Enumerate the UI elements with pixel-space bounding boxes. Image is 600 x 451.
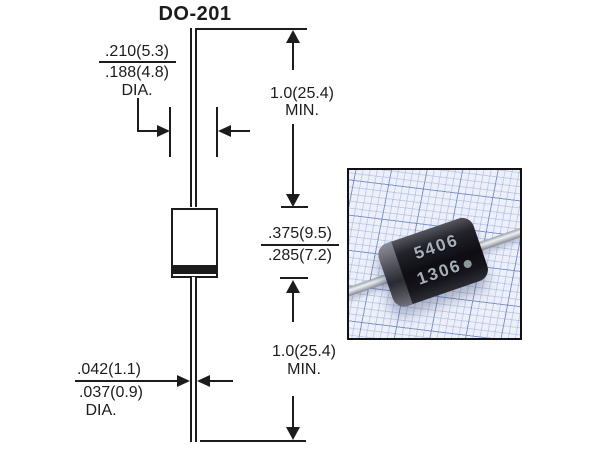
lead-bottom [190, 277, 197, 442]
lead-length-top-qualifier: MIN. [285, 102, 319, 119]
arrow-up-icon [286, 30, 300, 43]
lead-length-bottom-qualifier: MIN. [287, 361, 321, 378]
lead-diameter-max: .042(1.1) [76, 361, 142, 378]
cathode-band [173, 265, 216, 274]
page-title: DO-201 [158, 3, 232, 25]
lead-diameter-dia-label: DIA. [85, 402, 117, 419]
arrow-down-icon [286, 427, 300, 440]
body-length-min: .285(7.2) [267, 247, 333, 264]
body-left-extension-line [169, 107, 171, 157]
diode-photo-inset: 5406 1306 [347, 168, 522, 340]
dim-line [231, 130, 250, 132]
bottom-reference-line [200, 440, 306, 442]
body-bottom-extension-line [280, 277, 308, 279]
dim-line [210, 380, 233, 382]
body-diameter-min: .188(4.8) [104, 64, 170, 81]
leader-line [75, 380, 177, 382]
dim-line [292, 396, 294, 427]
lead-top [190, 28, 197, 207]
dim-line [292, 124, 294, 194]
lead-length-top-value: 1.0(25.4) [269, 85, 335, 102]
leader-line [137, 98, 139, 131]
arrow-right-icon [157, 125, 170, 137]
marking-dot-icon [462, 258, 473, 269]
body-diameter-max: .210(5.3) [104, 43, 170, 60]
body-top-extension-line [281, 206, 308, 208]
dim-line [292, 43, 294, 70]
body-length-max: .375(9.5) [267, 225, 333, 242]
lead-diameter-min: .037(0.9) [78, 384, 144, 401]
lead-length-bottom-value: 1.0(25.4) [271, 343, 337, 360]
dim-line [292, 293, 294, 322]
body-diameter-dia-label: DIA. [121, 82, 153, 99]
arrow-left-icon [197, 375, 210, 387]
arrow-left-icon [218, 125, 231, 137]
leader-line [137, 130, 158, 132]
diode-body-outline [171, 208, 218, 278]
arrow-up-icon [286, 280, 300, 293]
arrow-down-icon [286, 194, 300, 207]
arrow-right-icon [177, 375, 190, 387]
fraction-line [99, 61, 176, 63]
top-reference-line [196, 28, 307, 30]
body-right-extension-line [216, 107, 218, 157]
fraction-line [261, 244, 339, 246]
